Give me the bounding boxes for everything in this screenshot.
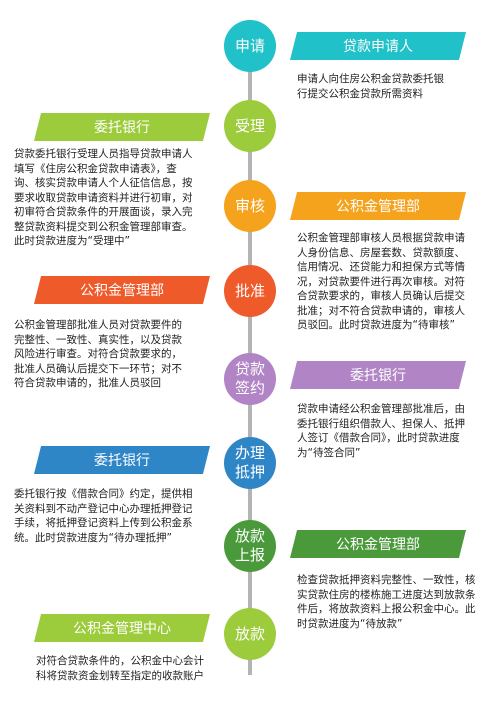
- step-node-disburse: 放款: [224, 608, 276, 660]
- step-node-accept: 受理: [224, 100, 276, 152]
- role-banner-fund-center: 公积金管理中心: [34, 614, 210, 642]
- step-node-label: 办理 抵押: [234, 444, 265, 481]
- role-banner-fund-dept: 公积金管理部: [34, 276, 210, 304]
- step-description-mortgage: 委托银行按《借款合同》约定，提供相 关资料到不动产登记中心办理抵押登记 手续，将…: [14, 488, 193, 544]
- step-node-label: 批准: [234, 281, 265, 300]
- step-description-approve: 公积金管理部批准人员对贷款要件的 完整性、一致性、真实性，以及贷款 风险进行审查…: [14, 319, 182, 389]
- step-description-sign: 贷款申请经公积金管理部批准后，由 委托银行组织借款人、担保人、抵押 人签订《借款…: [297, 403, 465, 459]
- step-node-report: 放款 上报: [224, 520, 276, 572]
- step-node-apply: 申请: [224, 20, 276, 72]
- role-banner-label: 公积金管理部: [80, 283, 164, 299]
- role-banner-bank: 委托银行: [34, 113, 210, 141]
- step-node-label: 受理: [234, 116, 265, 135]
- role-banner-label: 委托银行: [94, 120, 150, 136]
- role-banner-label: 公积金管理部: [336, 199, 420, 215]
- role-banner-label: 公积金管理中心: [73, 621, 171, 637]
- step-node-mortgage: 办理 抵押: [224, 437, 276, 489]
- step-node-label: 放款: [234, 624, 265, 643]
- step-description-accept: 贷款委托银行受理人员指导贷款申请人 填写《住房公积金贷款申请表》，查 询、核实贷…: [14, 148, 193, 247]
- step-node-label: 审核: [234, 196, 265, 215]
- role-banner-label: 贷款申请人: [343, 39, 413, 55]
- step-node-label: 放款 上报: [234, 527, 265, 564]
- role-banner-applicant: 贷款申请人: [290, 32, 466, 60]
- step-node-label: 贷款 签约: [234, 360, 265, 397]
- step-description-report: 检查贷款抵押资料完整性、一致性，核 实贷款住房的楼栋施工进度达到放款条 件后，将…: [297, 574, 476, 630]
- role-banner-label: 委托银行: [350, 368, 406, 384]
- role-banner-bank: 委托银行: [34, 446, 210, 474]
- step-description-disburse: 对符合贷款条件的，公积金中心会计 科将贷款资金划转至指定的收款账户: [36, 655, 204, 682]
- step-node-review: 审核: [224, 180, 276, 232]
- role-banner-label: 公积金管理部: [336, 537, 420, 553]
- role-banner-fund-dept: 公积金管理部: [290, 530, 466, 558]
- role-banner-fund-dept: 公积金管理部: [290, 192, 466, 220]
- step-description-review: 公积金管理部审核人员根据贷款申请 人身份信息、房屋套数、贷款额度、 信用情况、还…: [297, 232, 465, 331]
- step-node-approve: 批准: [224, 265, 276, 317]
- timeline-axis: [248, 20, 252, 675]
- step-node-label: 申请: [234, 36, 265, 55]
- role-banner-bank: 委托银行: [290, 361, 466, 389]
- step-description-apply: 申请人向住房公积金贷款委托银 行提交公积金贷款所需资料: [297, 73, 444, 100]
- role-banner-label: 委托银行: [94, 453, 150, 469]
- step-node-sign: 贷款 签约: [224, 353, 276, 405]
